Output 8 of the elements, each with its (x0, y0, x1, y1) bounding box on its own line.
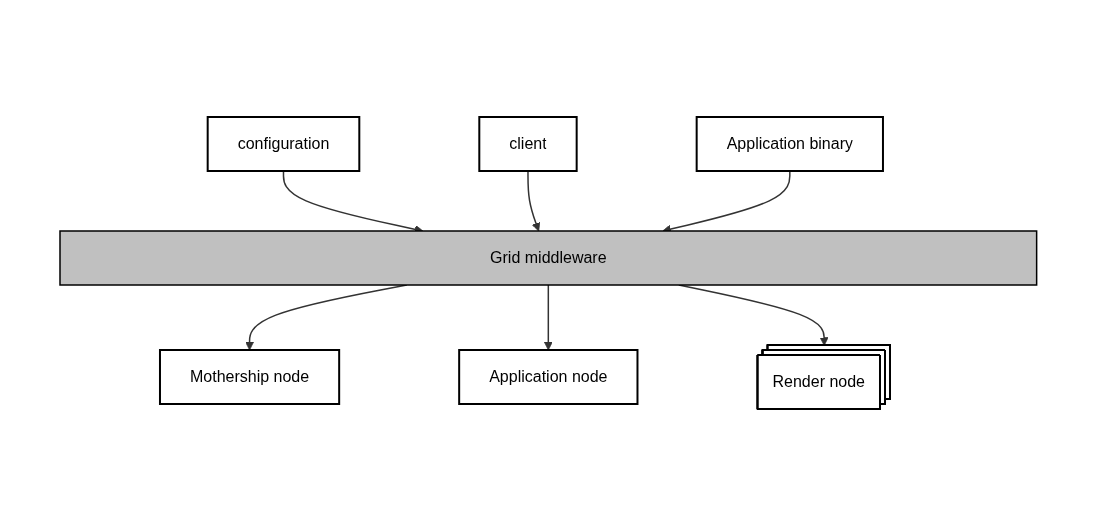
node-box: Application node (458, 348, 639, 405)
node-box: client (478, 115, 578, 172)
arrow (527, 169, 541, 231)
node-box: configuration (206, 115, 361, 172)
arrow (544, 283, 553, 350)
node-box: Grid middleware (59, 229, 1038, 286)
node-box: Application binary (695, 115, 885, 172)
node-box: Mothership node (159, 348, 341, 405)
